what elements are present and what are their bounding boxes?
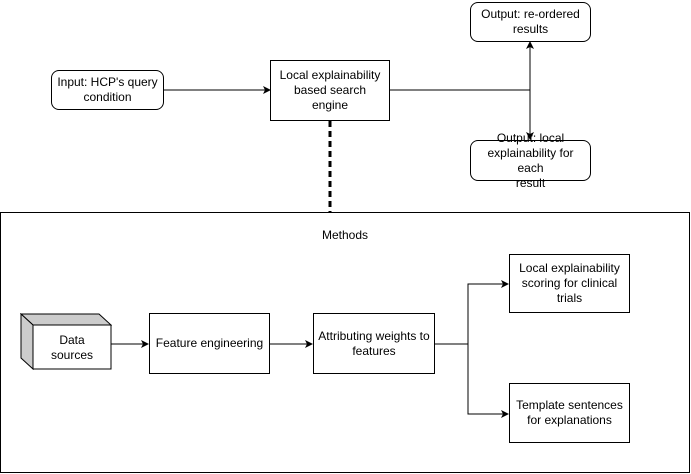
output-explainability-node: Output: local explainability for each re… xyxy=(470,131,591,190)
feature-engineering-node: Feature engineering xyxy=(149,313,270,374)
methods-title: Methods xyxy=(321,228,369,242)
scoring-node: Local explainability scoring for clinica… xyxy=(509,254,630,313)
edge-to-templates xyxy=(467,344,509,418)
edge-to-scoring xyxy=(467,280,509,344)
cube-front-face xyxy=(32,324,112,370)
attributing-weights-node: Attributing weights to features xyxy=(313,313,435,374)
cube-top-face xyxy=(20,313,112,326)
data-sources-label: Data sources xyxy=(50,332,94,362)
data-sources-cube xyxy=(20,313,112,370)
search-engine-node: Local explainability based search engine xyxy=(270,60,390,121)
output-reordered-node: Output: re-ordered results xyxy=(470,2,591,42)
input-node: Input: HCP's query condition xyxy=(51,70,164,110)
template-sentences-node: Template sentences for explanations xyxy=(509,383,630,443)
